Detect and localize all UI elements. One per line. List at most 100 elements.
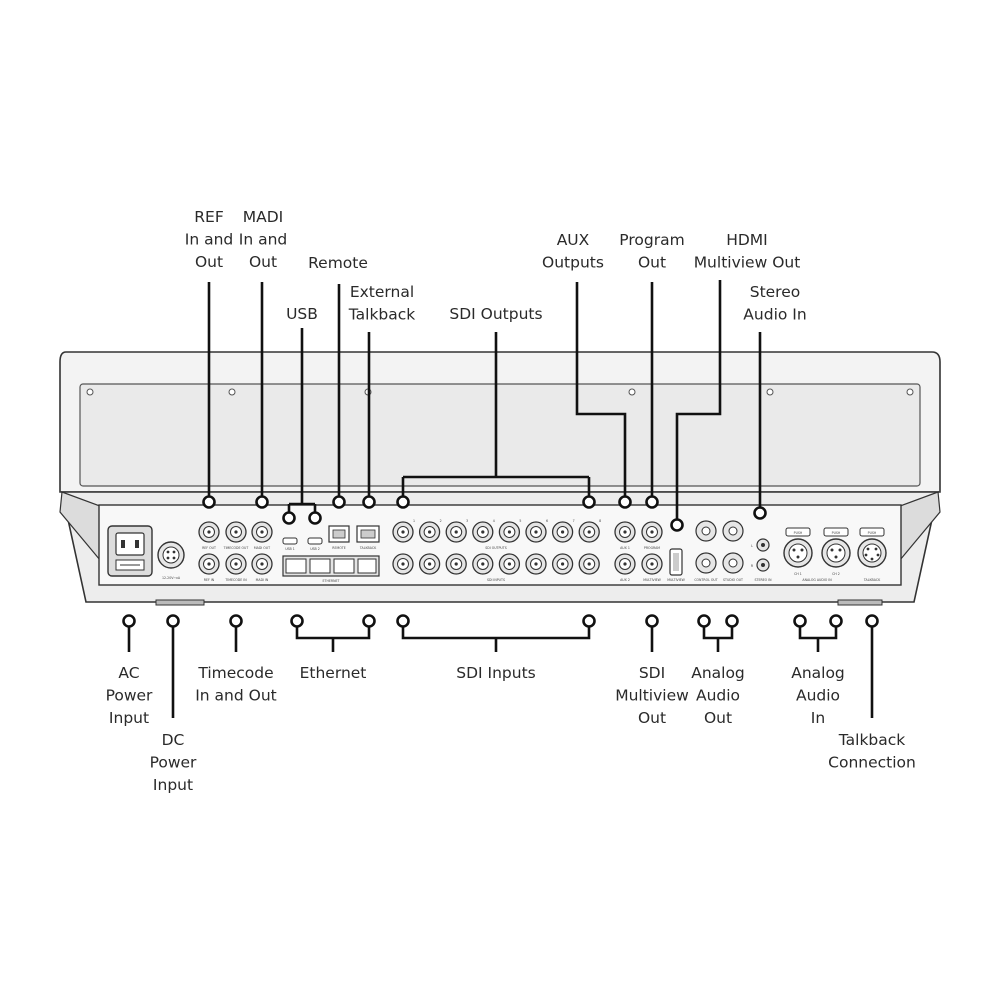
bnc-sdi-in-3 — [445, 553, 467, 575]
label-line: In and Out — [195, 687, 277, 705]
print-ch-l: L — [751, 544, 753, 548]
dot-program — [645, 495, 659, 509]
port-number: 2 — [440, 519, 442, 523]
dot-external-talkback — [362, 495, 376, 509]
dot-ref — [202, 495, 216, 509]
bnc-sdi-in-7 — [551, 553, 574, 575]
label-line: REF — [194, 208, 224, 226]
foot-left — [155, 599, 205, 606]
print-ch2: CH 2 — [832, 572, 840, 576]
ac-power-inlet — [107, 525, 153, 577]
bnc-aux2 — [614, 553, 636, 575]
bnc-sdi-out-1 — [392, 521, 414, 543]
label-ethernet: Ethernet — [300, 664, 367, 682]
callout-lines-top — [207, 280, 762, 519]
xlr-connectors: PUSH CH 1 PUSH CH 2 ANALOG AUDIO IN PUSH — [783, 527, 887, 582]
label-line: Talkback — [348, 306, 416, 324]
port-number: 3 — [466, 519, 468, 523]
line-sdi-inputs — [401, 627, 591, 652]
print-ref-in: REF IN — [204, 578, 215, 582]
label-line: Out — [704, 709, 732, 727]
print-control-out: CONTROL OUT — [694, 578, 717, 582]
bnc-sdi-in-6 — [525, 553, 547, 575]
dc-print: 12-20V⎓xA — [162, 576, 181, 580]
bnc-sdi-in-8 — [578, 553, 600, 575]
foot-right — [837, 599, 883, 606]
label-line: HDMI — [726, 231, 768, 249]
print-multiview-hdmi: MULTIVIEW — [667, 578, 685, 582]
label-line: Multiview — [615, 687, 689, 705]
print-ch-r: R — [751, 564, 754, 568]
bnc-bottom-2 — [251, 553, 273, 575]
bnc-multiview — [641, 553, 663, 575]
label-line: Remote — [308, 254, 368, 272]
label-line: Audio — [796, 687, 840, 705]
usb-ports: USB 1 USB 2 — [282, 537, 323, 551]
print-sdi-outputs: SDI OUTPUTS — [485, 546, 506, 550]
label-line: Ethernet — [300, 664, 367, 682]
label-line: SDI Inputs — [456, 664, 535, 682]
dot-madi — [255, 495, 269, 509]
print-studio-out: STUDIO OUT — [723, 578, 743, 582]
label-line: In and — [185, 231, 233, 249]
panel-prints: REF OUT TIMECODE OUT MADI OUT REF IN TIM… — [202, 546, 662, 582]
print-push-2: PUSH — [832, 531, 841, 535]
label-line: Outputs — [542, 254, 604, 272]
bnc-top-1 — [225, 521, 247, 543]
upper-inset-panel — [79, 383, 921, 487]
print-ethernet: ETHERNET — [323, 579, 340, 583]
label-sdi-outputs: SDI Outputs — [449, 305, 542, 323]
line-usb — [287, 328, 317, 512]
label-line: Input — [109, 709, 149, 727]
label-line: Power — [106, 687, 153, 705]
dot-usb-2 — [308, 511, 322, 525]
print-talkback: TALKBACK — [359, 546, 377, 550]
dot-hdmi — [670, 518, 684, 532]
print-madi-in: MADI IN — [256, 578, 269, 582]
print-usb2: USB 2 — [310, 547, 320, 551]
dot-ac — [122, 614, 136, 628]
xlr-ch1: PUSH CH 1 — [783, 527, 813, 576]
callout-lines-bottom — [127, 627, 874, 718]
dot-aux — [618, 495, 632, 509]
dot-usb-1 — [282, 511, 296, 525]
label-line: DC — [162, 731, 185, 749]
dot-timecode — [229, 614, 243, 628]
print-ref-out: REF OUT — [202, 546, 216, 550]
bnc-sdi-in-1 — [392, 553, 414, 575]
label-line: Connection — [828, 754, 916, 772]
line-hdmi — [675, 280, 722, 519]
line-analog-out — [702, 627, 734, 652]
line-aux-outputs — [575, 282, 627, 496]
connector-panel — [98, 504, 902, 586]
label-line: Talkback — [838, 731, 906, 749]
label-line: In and — [239, 231, 287, 249]
dot-sdi-in-1 — [396, 614, 410, 628]
label-remote: Remote — [308, 254, 368, 272]
label-line: MADI — [243, 208, 283, 226]
dot-sdi-out-8 — [582, 495, 596, 509]
dot-stereo — [753, 506, 767, 520]
dot-talkback-connection — [865, 614, 879, 628]
port-number: 7 — [573, 519, 575, 523]
dot-sdi-out-1 — [396, 495, 410, 509]
print-timecode-out: TIMECODE OUT — [223, 546, 249, 550]
print-remote: REMOTE — [332, 546, 345, 550]
label-line: SDI Outputs — [449, 305, 542, 323]
ethernet-block: ETHERNET — [282, 555, 380, 583]
label-line: Analog — [691, 664, 745, 682]
line-sdi-outputs — [401, 332, 591, 496]
